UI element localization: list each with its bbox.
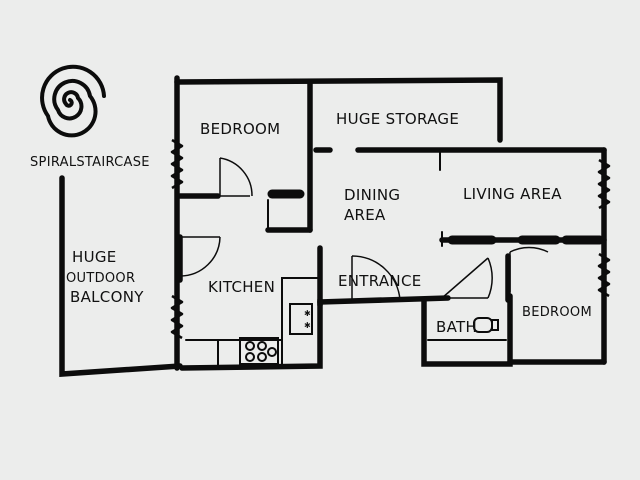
exterior-wall-top — [174, 77, 503, 143]
svg-text:✱: ✱ — [304, 321, 311, 330]
bath-fixtures — [427, 317, 507, 341]
label-spiral-staircase: SPIRALSTAIRCASE — [30, 155, 150, 170]
zigzag-window-kitchen — [170, 294, 184, 340]
label-entrance: ENTRANCE — [338, 272, 422, 290]
zigzag-window-living — [597, 158, 611, 210]
label-kitchen: KITCHEN — [208, 278, 275, 296]
label-balcony-1: HUGE — [72, 248, 117, 266]
label-bedroom-top: BEDROOM — [200, 120, 280, 138]
zigzag-window-bedroom — [170, 138, 184, 190]
label-bath: BATH — [436, 318, 477, 336]
spiral-staircase-symbol — [40, 64, 106, 138]
bath-walls — [421, 293, 513, 367]
label-balcony-2: OUTDOOR — [66, 271, 135, 286]
label-dining-area-1: DINING — [344, 186, 400, 204]
balcony-outline — [59, 175, 183, 377]
label-huge-storage: HUGE STORAGE — [336, 110, 459, 128]
label-bedroom-bottom: BEDROOM — [522, 305, 592, 320]
label-balcony-3: BALCONY — [70, 288, 144, 306]
door-bath — [441, 257, 493, 299]
label-dining-area-2: AREA — [344, 206, 386, 224]
door-bedroom-top — [219, 157, 253, 197]
door-entrance — [351, 255, 401, 301]
zigzag-window-bedroom-right — [597, 252, 611, 298]
kitchen-counter: ✱ ✱ — [281, 277, 321, 367]
label-living-area: LIVING AREA — [463, 185, 562, 203]
svg-text:✱: ✱ — [304, 309, 311, 318]
door-kitchen — [179, 236, 221, 277]
stove-icon — [239, 337, 279, 365]
door-bedroom-right — [509, 246, 549, 292]
